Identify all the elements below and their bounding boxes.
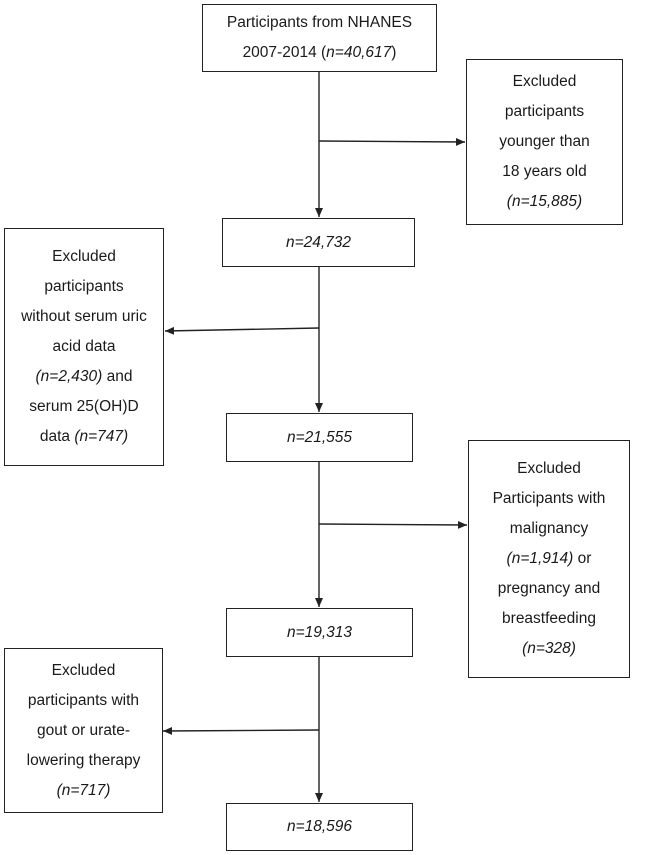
exclusion4-count: (n=717) <box>56 781 111 799</box>
exclusion1-line-2: participants <box>504 103 585 120</box>
arrow-to-exclusion2 <box>164 326 320 335</box>
exclusion2-line-2: participants <box>44 278 124 295</box>
exclusion3-line-4: (n=1,914) or <box>506 550 592 567</box>
start-box: Participants from NHANES 2007-2014 (n=40… <box>202 4 437 72</box>
exclusion-box-gout: Excluded participants with gout or urate… <box>4 648 163 813</box>
exclusion-box-age: Excluded participants younger than 18 ye… <box>466 59 623 225</box>
exclusion1-line-1: Excluded <box>512 73 577 90</box>
exclusion4-line-4: lowering therapy <box>26 751 141 769</box>
exclusion3-line-6: breastfeeding <box>502 610 596 627</box>
step2-count: n=21,555 <box>286 428 353 446</box>
start-line-1: Participants from NHANES <box>226 14 413 31</box>
arrow-to-exclusion1 <box>318 137 466 146</box>
exclusion2-line-1: Excluded <box>52 248 116 265</box>
exclusion2-line-6: serum 25(OH)D <box>29 398 139 415</box>
exclusion-box-missing-data: Excluded participants without serum uric… <box>4 228 164 466</box>
final-count: n=18,596 <box>286 818 353 835</box>
step1-box: n=24,732 <box>222 218 415 267</box>
exclusion2-line-7: data (n=747) <box>39 428 129 445</box>
exclusion4-line-2: participants with <box>27 691 140 709</box>
step3-count: n=19,313 <box>286 623 353 641</box>
step1-count: n=24,732 <box>285 233 352 251</box>
step2-box: n=21,555 <box>226 413 413 462</box>
exclusion1-line-3: younger than <box>499 133 590 150</box>
exclusion3-line-1: Excluded <box>517 460 581 477</box>
start-line-2: 2007-2014 (n=40,617) <box>242 44 397 61</box>
step3-box: n=19,313 <box>226 608 413 657</box>
exclusion2-line-3: without serum uric <box>21 308 147 325</box>
exclusion3-count: (n=328) <box>522 640 576 657</box>
exclusion4-line-3: gout or urate- <box>36 721 131 739</box>
exclusion3-line-3: malignancy <box>509 520 589 537</box>
final-box: n=18,596 <box>226 803 413 851</box>
exclusion-box-malignancy-pregnancy: Excluded Participants with malignancy (n… <box>468 440 630 678</box>
exclusion4-line-1: Excluded <box>51 661 116 679</box>
exclusion3-line-2: Participants with <box>492 490 606 507</box>
exclusion1-count: (n=15,885) <box>506 193 583 210</box>
exclusion2-line-4: acid data <box>52 338 116 355</box>
exclusion1-line-4: 18 years old <box>502 163 587 180</box>
arrow-to-exclusion3 <box>318 520 468 529</box>
exclusion3-line-5: pregnancy and <box>497 580 601 597</box>
arrow-to-exclusion4 <box>162 726 320 735</box>
exclusion2-line-5: (n=2,430) and <box>35 368 133 385</box>
